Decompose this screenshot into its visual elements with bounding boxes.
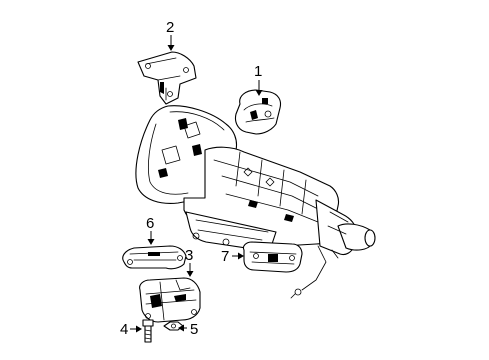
callout-label: 1 (254, 63, 262, 80)
callout-label: 6 (146, 215, 154, 232)
callout-1: 1 (254, 63, 263, 96)
support-bracket (137, 51, 197, 105)
callout-2: 2 (166, 19, 175, 51)
crossmember-bracket (242, 241, 303, 273)
callout-label: 4 (120, 321, 128, 338)
callout-5: 5 (178, 321, 198, 338)
callout-label: 5 (190, 321, 198, 338)
upper-mount-bracket (234, 89, 282, 135)
callout-label: 2 (166, 19, 174, 36)
bolt (142, 319, 154, 343)
insulator-mount (122, 245, 187, 270)
callout-7: 7 (221, 248, 244, 265)
callout-label: 3 (185, 247, 193, 264)
callout-4: 4 (120, 321, 142, 338)
callout-label: 7 (221, 248, 229, 265)
transmission-mount (139, 277, 201, 323)
callout-6: 6 (146, 215, 155, 245)
transmission-assembly (135, 105, 376, 299)
callout-3: 3 (185, 247, 194, 277)
